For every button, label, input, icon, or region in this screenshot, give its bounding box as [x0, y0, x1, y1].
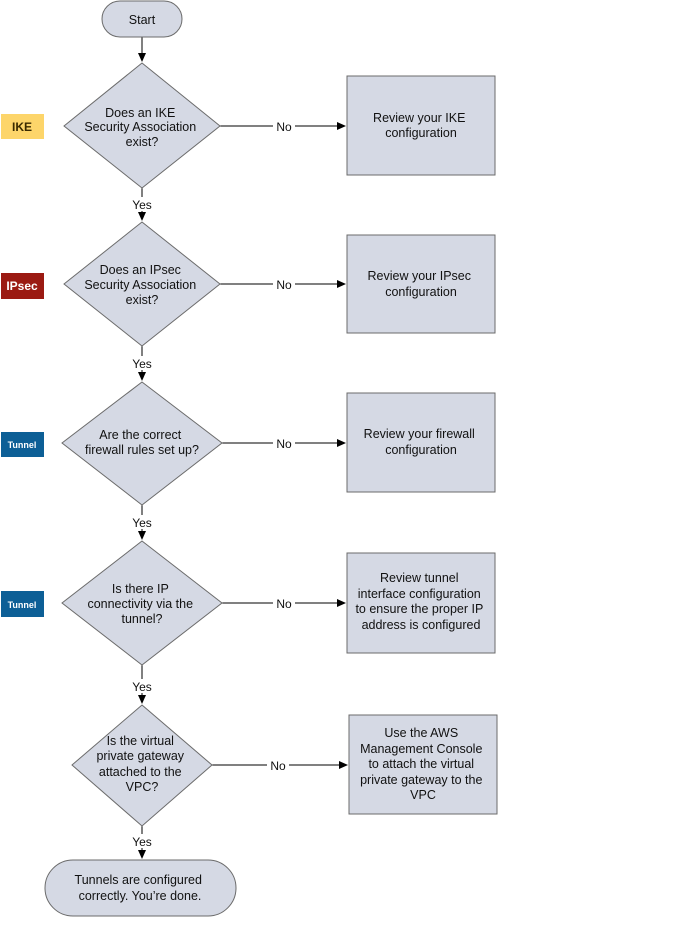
decision-line: exist? [126, 135, 159, 149]
decision-line: Does an IPsec [100, 263, 181, 277]
action-line: Management Console [360, 742, 482, 756]
decision-line: Does an IKE [105, 106, 175, 120]
svg-text:Does an IKE Security Ass: Does an IKE Security Association exist? [84, 106, 199, 149]
decision-line: attached to the [99, 765, 182, 779]
decision-line: Is there IP [112, 582, 169, 596]
yes-label: Yes [132, 516, 152, 530]
decision-line: private gateway [96, 749, 184, 763]
decision-line: Is the virtual [107, 734, 174, 748]
tag-tunnel-connectivity: Tunnel [1, 591, 44, 617]
yes-label: Yes [132, 680, 152, 694]
decision-line: Security Association [84, 278, 196, 292]
decision-line: connectivity via the [87, 597, 193, 611]
yes-label: Yes [132, 357, 152, 371]
end-line: Tunnels are configured [75, 873, 202, 887]
action-line: configuration [385, 126, 457, 140]
tag-ipsec: IPsec [1, 273, 44, 299]
no-label: No [270, 759, 286, 773]
svg-text:Use the AWS Management C: Use the AWS Management Console to attach… [360, 726, 486, 802]
yes-label: Yes [132, 835, 152, 849]
tag-label: IKE [12, 120, 32, 134]
action-line: Use the AWS [384, 726, 458, 740]
action-line: Review tunnel [380, 571, 459, 585]
decision-line: tunnel? [121, 612, 162, 626]
action-line: to ensure the proper IP [355, 602, 483, 616]
decision-line: VPC? [126, 780, 159, 794]
action-line: Review your IKE [373, 111, 465, 125]
svg-text:Is the virtual private g: Is the virtual private gateway attached … [96, 734, 187, 794]
action-line: address is configured [362, 618, 481, 632]
start-node: Start [101, 0, 183, 38]
no-labels: No No No No No [267, 119, 295, 773]
action-line: Review your IPsec [368, 269, 472, 283]
tag-tunnel-firewall: Tunnel [1, 432, 44, 457]
decision-vpg-attached: Is the virtual private gateway attached … [71, 704, 213, 827]
action-line: configuration [385, 285, 457, 299]
svg-text:Review your firewall con: Review your firewall configuration [364, 427, 479, 457]
tag-label: IPsec [6, 279, 38, 293]
decision-ipsec-sa: Does an IPsec Security Association exist… [63, 221, 221, 347]
start-label: Start [129, 13, 156, 27]
action-review-ike: Review your IKE configuration [346, 75, 496, 176]
yes-label: Yes [132, 198, 152, 212]
tag-label: Tunnel [8, 600, 37, 610]
no-label: No [276, 437, 292, 451]
svg-text:Tunnels are configured c: Tunnels are configured correctly. You’re… [75, 873, 206, 903]
decision-ike-sa: Does an IKE Security Association exist? [63, 62, 221, 189]
no-label: No [276, 597, 292, 611]
no-label: No [276, 120, 292, 134]
decision-line: Security Association [84, 120, 196, 134]
action-line: configuration [385, 443, 457, 457]
action-review-ipsec: Review your IPsec configuration [346, 234, 496, 334]
decision-ip-connectivity: Is there IP connectivity via the tunnel? [61, 540, 223, 666]
svg-text:Does an IPsec Security A: Does an IPsec Security Association exist… [84, 263, 199, 307]
action-line: Review your firewall [364, 427, 475, 441]
action-line: to attach the virtual [368, 757, 474, 771]
decision-firewall-rules: Are the correct firewall rules set up? [61, 381, 223, 506]
tag-ike: IKE [1, 114, 44, 139]
action-line: interface configuration [358, 587, 481, 601]
tag-label: Tunnel [8, 440, 37, 450]
yes-labels: Yes Yes Yes Yes Yes [128, 197, 156, 849]
decision-line: Are the correct [99, 428, 182, 442]
end-line: correctly. You’re done. [79, 889, 202, 903]
action-review-firewall: Review your firewall configuration [346, 392, 496, 493]
decision-line: exist? [126, 293, 159, 307]
svg-text:Review your IKE configur: Review your IKE configuration [373, 111, 469, 140]
svg-text:Review your IPsec config: Review your IPsec configuration [368, 269, 475, 299]
end-node: Tunnels are configured correctly. You’re… [44, 859, 237, 917]
action-attach-vpg: Use the AWS Management Console to attach… [348, 714, 498, 815]
action-line: private gateway to the [360, 773, 482, 787]
svg-text:Review tunnel interface: Review tunnel interface configuration to… [355, 571, 486, 632]
no-label: No [276, 278, 292, 292]
decision-line: firewall rules set up? [85, 443, 199, 457]
action-line: VPC [410, 788, 436, 802]
svg-text:Are the correct firewall: Are the correct firewall rules set up? [85, 428, 199, 457]
action-review-tunnel-interface: Review tunnel interface configuration to… [346, 552, 496, 654]
svg-text:Is there IP connectivity: Is there IP connectivity via the tunnel? [87, 582, 196, 626]
